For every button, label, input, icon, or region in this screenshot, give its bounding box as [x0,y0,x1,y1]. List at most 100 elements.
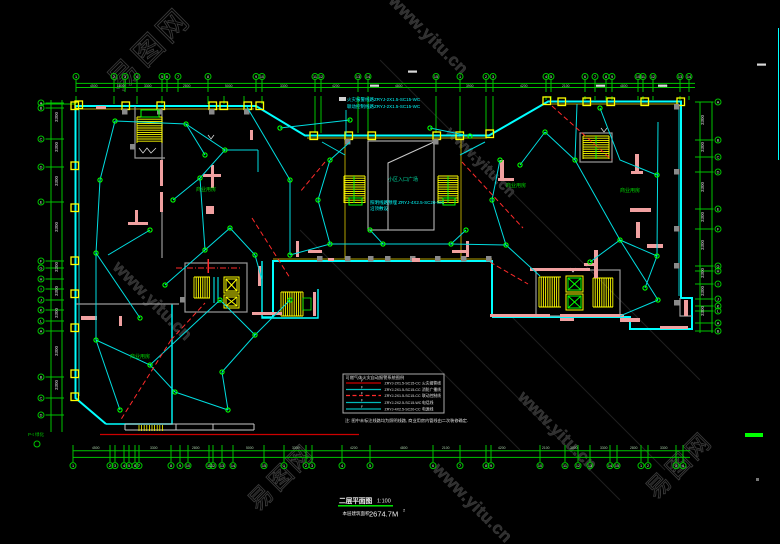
svg-text:3: 3 [311,464,313,468]
svg-text:2: 2 [113,75,115,79]
svg-text:4800: 4800 [395,84,403,88]
svg-text:6: 6 [584,75,586,79]
svg-text:11: 11 [641,75,645,79]
svg-text:C: C [40,137,43,141]
svg-text:3: 3 [124,75,126,79]
svg-text:15: 15 [262,464,266,468]
svg-text:10: 10 [260,75,264,79]
svg-text:8: 8 [170,464,172,468]
svg-text:15: 15 [434,75,438,79]
svg-text:4: 4 [136,75,138,79]
svg-text:4: 4 [545,75,547,79]
svg-text:15: 15 [615,464,619,468]
svg-text:12: 12 [576,464,580,468]
svg-text:C: C [40,396,43,400]
svg-text:7: 7 [138,464,140,468]
svg-text:11: 11 [313,75,317,79]
svg-text:E: E [40,200,43,204]
svg-text:1: 1 [283,464,285,468]
svg-text:8: 8 [605,75,607,79]
svg-text:3300: 3300 [700,285,705,296]
svg-text:K: K [717,304,720,308]
svg-text:3300: 3300 [54,141,59,152]
svg-text:5: 5 [550,75,552,79]
svg-text:F: F [40,259,43,263]
svg-text:G: G [717,264,720,268]
svg-text:联动控制线路ZRYJ-2X1.5-SC15-WC: 联动控制线路ZRYJ-2X1.5-SC15-WC [347,103,421,110]
svg-text:火灾报警线: 火灾报警线 [422,381,441,386]
svg-text:4: 4 [123,464,125,468]
svg-text:F: F [361,398,364,402]
svg-text:2800: 2800 [630,446,638,450]
svg-text:2800: 2800 [192,446,200,450]
svg-text:4800: 4800 [620,84,628,88]
svg-text:3: 3 [675,464,677,468]
svg-text:5: 5 [369,464,371,468]
svg-text:12: 12 [651,75,655,79]
svg-text:1: 1 [459,75,461,79]
svg-text:3900: 3900 [466,84,474,88]
svg-text:ZRYJ-2X1.5-SC15-CC: ZRYJ-2X1.5-SC15-CC [385,382,421,386]
svg-text:11: 11 [563,464,567,468]
svg-text:1:100: 1:100 [377,499,391,505]
svg-text:1800: 1800 [117,84,125,88]
svg-text:H: H [717,269,720,273]
svg-text:5000: 5000 [246,446,254,450]
svg-text:D: D [717,170,720,174]
svg-text:3300: 3300 [600,446,608,450]
svg-text:I: I [40,287,41,291]
svg-text:H: H [40,277,43,281]
svg-text:2: 2 [485,75,487,79]
svg-text:14: 14 [231,464,235,468]
svg-text:14: 14 [687,75,691,79]
svg-text:照明线路预埋 ZRYJ-4X2.5-SC20-WC: 照明线路预埋 ZRYJ-4X2.5-SC20-WC [370,199,445,206]
svg-text:3300: 3300 [700,181,705,192]
svg-text:B: B [40,106,43,110]
svg-text:14: 14 [608,464,612,468]
svg-text:D: D [40,413,43,417]
svg-text:ZRYJ-2X1.5-SC15-CC: ZRYJ-2X1.5-SC15-CC [385,388,421,392]
svg-text:10: 10 [538,464,542,468]
svg-text:商业用房: 商业用房 [506,182,526,189]
svg-text:10: 10 [186,464,190,468]
svg-text:3300: 3300 [700,114,705,125]
svg-text:3000: 3000 [570,446,578,450]
svg-text:3300: 3300 [700,211,705,222]
svg-text:注: 图中未标注线路均为照明线路, 商业用房内管线由二次装修: 注: 图中未标注线路均为照明线路, 商业用房内管线由二次装修确定. [345,417,468,424]
svg-text:电话线: 电话线 [422,400,434,405]
svg-text:小区入口广场: 小区入口广场 [388,176,418,183]
svg-text:3300: 3300 [660,446,668,450]
svg-text:2: 2 [647,464,649,468]
svg-text:8: 8 [485,464,487,468]
svg-text:6: 6 [134,464,136,468]
svg-text:F: F [361,405,364,409]
svg-text:可燃气体火灾自动报警系统图例: 可燃气体火灾自动报警系统图例 [346,374,405,381]
svg-text:商业用房: 商业用房 [130,353,150,360]
svg-text:13: 13 [678,75,682,79]
svg-text:沿顶敷设: 沿顶敷设 [370,205,388,212]
svg-text:火灾报警线路ZRYJ-2X1.5-SC15-WC: 火灾报警线路ZRYJ-2X1.5-SC15-WC [347,96,421,103]
svg-text:4200: 4200 [332,84,340,88]
svg-text:9: 9 [255,75,257,79]
svg-text:7: 7 [594,75,596,79]
svg-text:5000: 5000 [225,84,233,88]
svg-text:4500: 4500 [92,446,100,450]
svg-text:2: 2 [403,508,406,513]
svg-text:9: 9 [611,75,613,79]
svg-text:13: 13 [356,75,360,79]
svg-text:2100: 2100 [442,446,450,450]
svg-text:3300: 3300 [700,267,705,278]
svg-text:J: J [717,297,719,301]
svg-text:4: 4 [341,464,343,468]
svg-text:7: 7 [459,464,461,468]
svg-text:消防广播线: 消防广播线 [422,387,441,392]
svg-text:7: 7 [177,75,179,79]
svg-text:P-t 绿化: P-t 绿化 [28,431,45,438]
svg-text:电源线: 电源线 [422,407,434,412]
svg-text:3: 3 [492,75,494,79]
svg-text:F: F [717,227,720,231]
svg-text:2: 2 [305,464,307,468]
svg-text:L: L [40,319,42,323]
svg-text:A: A [717,321,720,325]
svg-text:G: G [40,266,43,270]
